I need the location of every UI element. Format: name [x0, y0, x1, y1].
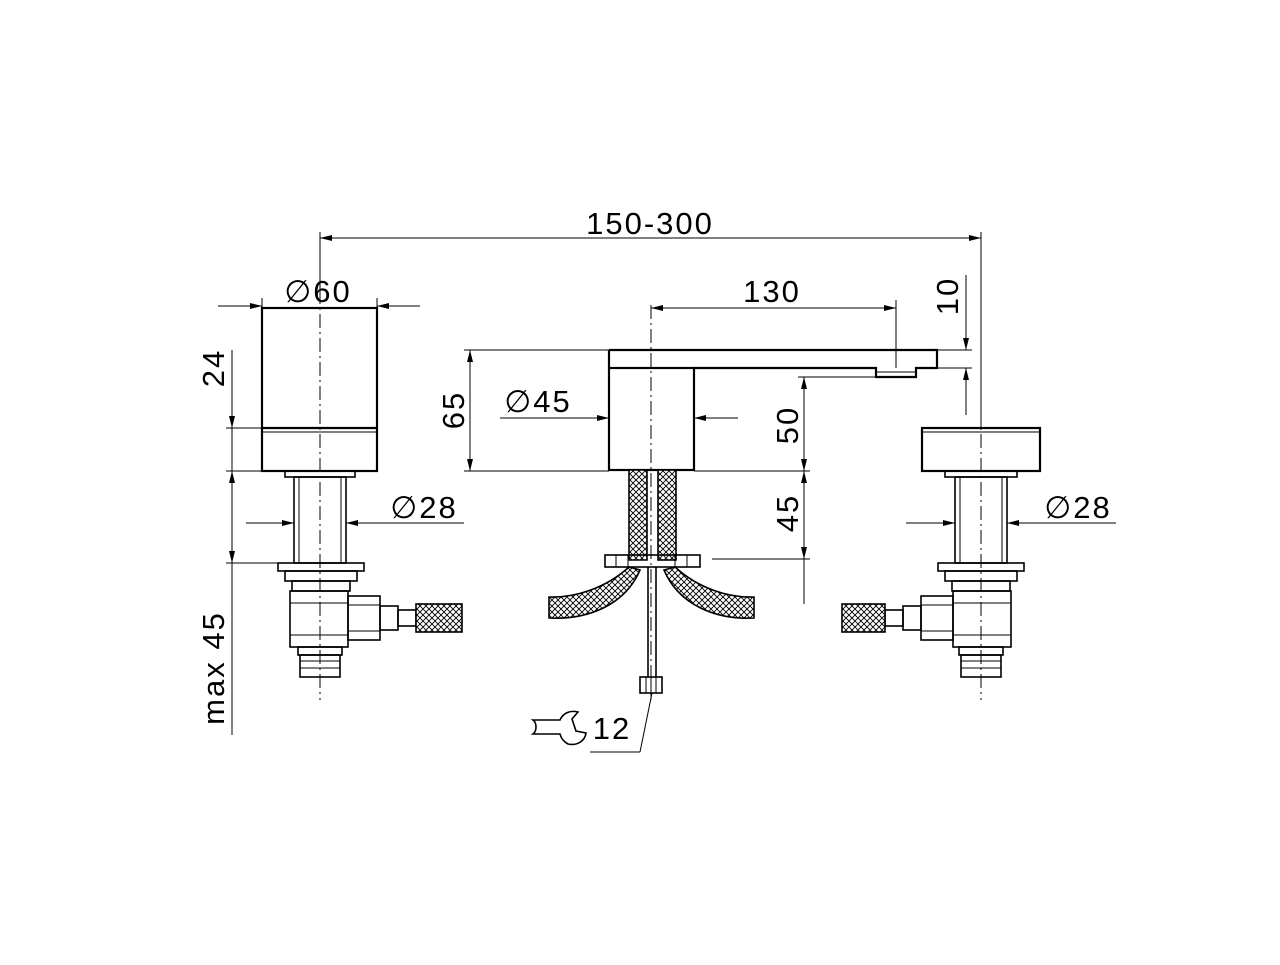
- right-angle-valve: [952, 590, 1012, 648]
- dimension-label-body-height: 65: [436, 391, 471, 429]
- dimension-valve-diameter-right: ∅28: [906, 490, 1116, 526]
- dimension-label-shank-length: 45: [770, 494, 805, 532]
- dimension-label-handle-diameter: ∅60: [284, 274, 352, 309]
- dimension-label-spout-thickness: 10: [930, 277, 965, 315]
- dimension-wrench: 12: [530, 692, 653, 753]
- wrench-icon: [530, 710, 587, 746]
- right-valve: [841, 410, 1042, 700]
- dimension-label-max-deck: max 45: [196, 611, 231, 725]
- dimension-spacing: 150-300: [319, 206, 982, 428]
- right-supply-hose: [841, 603, 886, 633]
- dimension-label-wrench: 12: [593, 711, 631, 746]
- dimension-label-valve-diameter-left: ∅28: [390, 490, 458, 525]
- dimension-body-diameter: ∅45: [500, 384, 738, 421]
- dimension-handle-diameter: ∅60: [218, 274, 420, 309]
- left-angle-valve: [289, 590, 349, 648]
- spout-arm: [609, 348, 939, 379]
- left-supply-hose: [415, 603, 463, 633]
- dimension-max-deck: max 45: [196, 520, 290, 735]
- dimension-body-height: 65: [436, 349, 609, 472]
- dimension-label-spout-clearance: 50: [770, 406, 805, 444]
- dimension-label-handle-height: 24: [196, 349, 231, 387]
- dimension-label-body-diameter: ∅45: [504, 384, 572, 419]
- dimension-label-valve-diameter-right: ∅28: [1044, 490, 1112, 525]
- dimension-spout-reach: 130: [651, 274, 897, 368]
- dimension-label-spacing: 150-300: [586, 206, 714, 241]
- spout-mounting-flange: [604, 554, 701, 568]
- dimension-shank-length: 45: [712, 471, 810, 604]
- dimension-spout-thickness: 10: [930, 275, 972, 415]
- dimension-handle-height: 24: [196, 349, 262, 520]
- dimension-label-spout-reach: 130: [743, 274, 801, 309]
- dimension-valve-diameter-left: ∅28: [246, 490, 464, 526]
- dimension-spout-clearance: 50: [694, 376, 876, 472]
- spout-assembly: [548, 305, 939, 700]
- center-hose: [628, 469, 648, 561]
